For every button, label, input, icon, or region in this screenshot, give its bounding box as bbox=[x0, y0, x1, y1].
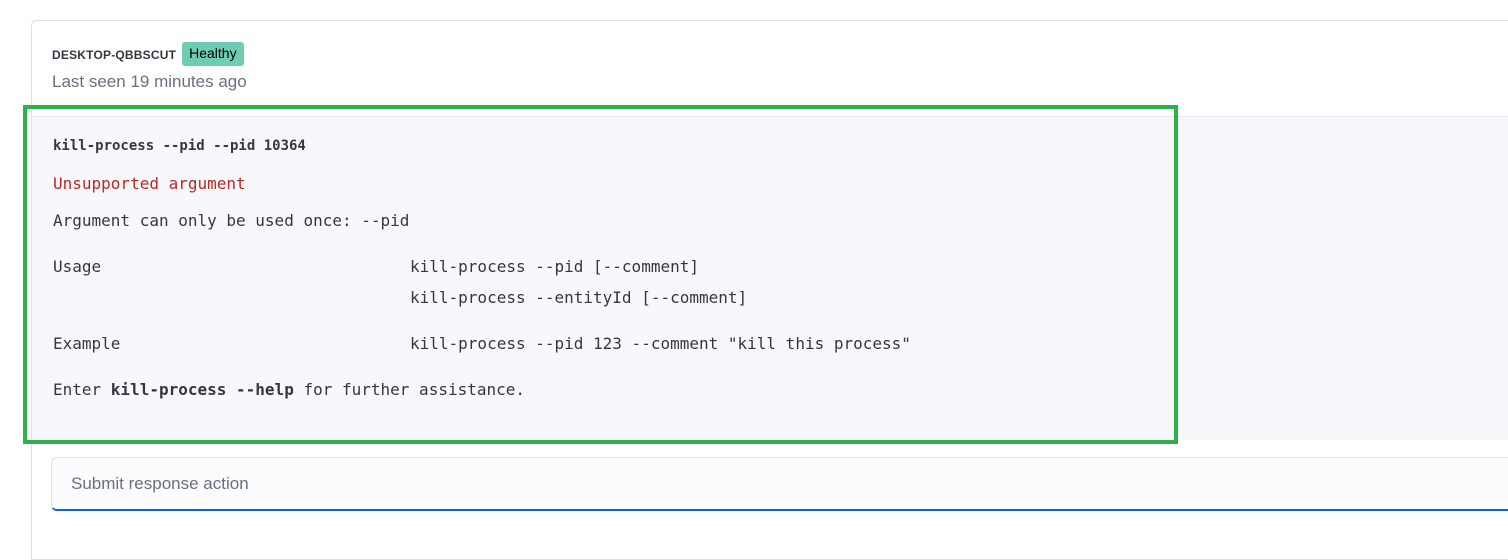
usage-label: Usage bbox=[53, 257, 102, 276]
help-command: kill-process --help bbox=[110, 380, 294, 399]
health-status-badge: Healthy bbox=[182, 42, 244, 66]
response-action-input-wrapper[interactable] bbox=[51, 457, 1508, 511]
help-hint: Enter kill-process --help for further as… bbox=[53, 380, 525, 399]
error-detail: Argument can only be used once: --pid bbox=[53, 211, 410, 230]
usage-line: kill-process --pid [--comment] bbox=[410, 257, 699, 276]
error-title: Unsupported argument bbox=[53, 174, 246, 193]
example-line: kill-process --pid 123 --comment "kill t… bbox=[410, 334, 911, 353]
response-action-input[interactable] bbox=[52, 458, 1508, 509]
last-seen-text: Last seen 19 minutes ago bbox=[52, 72, 247, 91]
usage-line: kill-process --entityId [--comment] bbox=[410, 288, 748, 307]
host-name: DESKTOP-QBBSCUT bbox=[52, 48, 177, 62]
example-label: Example bbox=[53, 334, 121, 353]
endpoint-header: DESKTOP-QBBSCUT Healthy bbox=[52, 40, 244, 68]
help-prefix: Enter bbox=[53, 380, 111, 399]
help-suffix: for further assistance. bbox=[293, 380, 526, 399]
command-echo: kill-process --pid --pid 10364 bbox=[53, 138, 306, 154]
console-output bbox=[32, 116, 1508, 440]
